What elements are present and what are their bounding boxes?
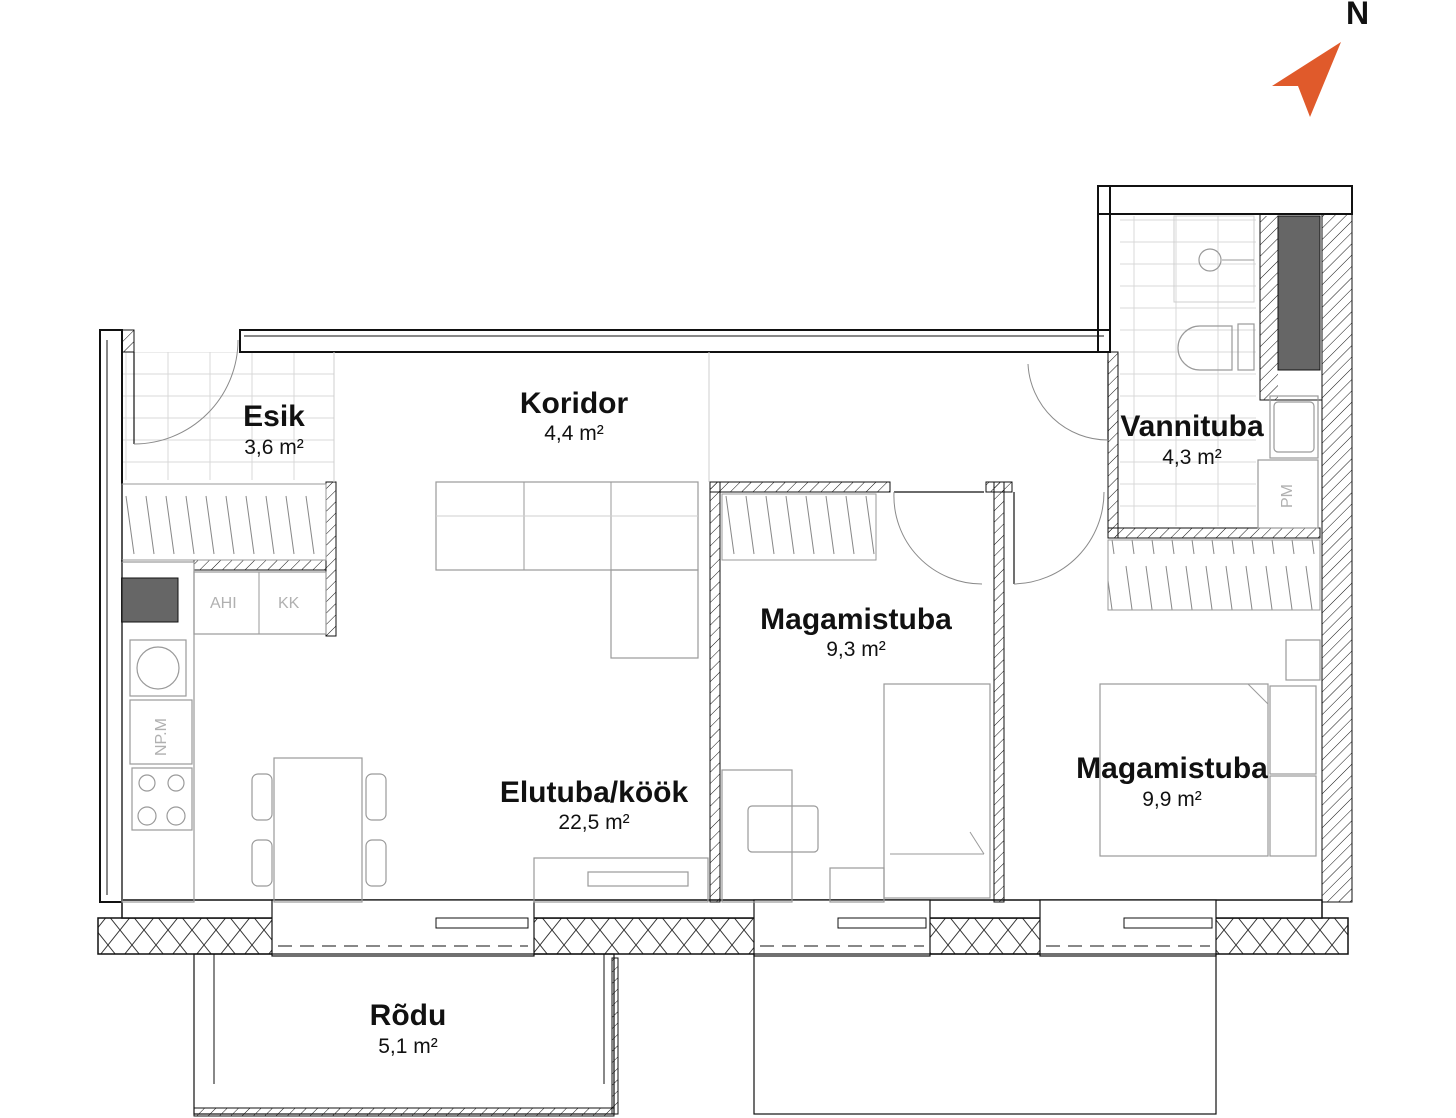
doors: [133, 339, 1109, 585]
wardrobes: [121, 483, 1321, 611]
bath-floor: [1120, 216, 1256, 526]
sofa: [435, 481, 699, 659]
washer-label: PM: [1279, 484, 1296, 508]
esik-name: Esik: [243, 400, 305, 433]
rodu-name: Rõdu: [370, 999, 447, 1032]
dishwasher-label: NP.M: [153, 718, 170, 756]
north-arrow-icon: [1272, 42, 1341, 117]
room-labels: Esik 3,6 m² Koridor 4,4 m² Vannituba 4,3…: [243, 387, 1268, 1058]
elutuba-name: Elutuba/köök: [500, 776, 689, 809]
koridor-name: Koridor: [520, 387, 629, 420]
tv-unit: [533, 857, 709, 903]
balcony-left: [193, 953, 619, 1117]
zone-lines: [333, 352, 710, 482]
dining-table: [251, 757, 387, 903]
magamistuba1-name: Magamistuba: [760, 603, 952, 636]
north-compass: N: [1272, 0, 1369, 117]
kitchen: AHI KK NP.M: [121, 561, 327, 903]
magamistuba1-area: 9,3 m²: [826, 638, 886, 661]
magamistuba2-area: 9,9 m²: [1142, 788, 1202, 811]
balcony-right: [753, 953, 1217, 1115]
vannituba-area: 4,3 m²: [1162, 446, 1222, 469]
rodu-area: 5,1 m²: [378, 1035, 438, 1058]
oven-label: AHI: [210, 595, 237, 612]
windows: [271, 899, 1217, 957]
interior-walls: [193, 351, 1321, 903]
elutuba-area: 22,5 m²: [558, 811, 629, 834]
vannituba-name: Vannituba: [1120, 410, 1264, 443]
esik-area: 3,6 m²: [244, 436, 304, 459]
esik-floor: [122, 352, 334, 480]
north-label: N: [1346, 0, 1369, 31]
koridor-area: 4,4 m²: [544, 422, 604, 445]
magamistuba2-name: Magamistuba: [1076, 752, 1268, 785]
fridge-label: KK: [278, 595, 300, 612]
bedroom2-furniture: [1099, 639, 1321, 857]
bathroom-fixtures: PM: [1173, 213, 1323, 529]
bedroom1-furniture: [721, 683, 991, 903]
